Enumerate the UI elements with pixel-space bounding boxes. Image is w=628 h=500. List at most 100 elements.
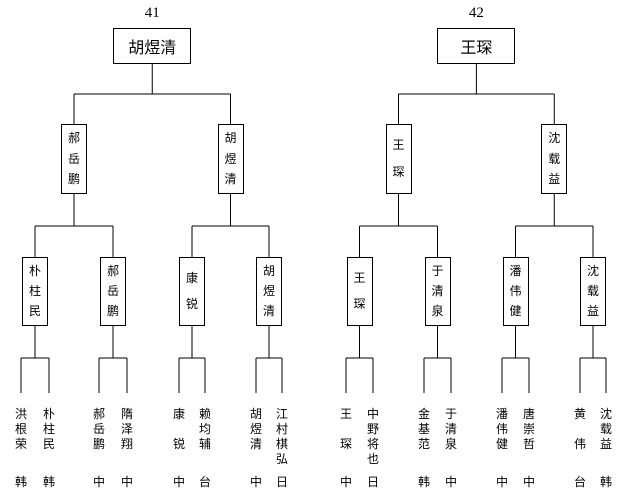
name-char: 琛 <box>392 165 405 179</box>
name-char: 根 <box>14 422 27 436</box>
name-char: 沈 <box>599 407 612 421</box>
player-name: 赖均辅 <box>197 407 213 452</box>
bracket-number: 41 <box>144 5 160 21</box>
player-name: 朴柱民 <box>41 407 57 452</box>
name-char: 沈 <box>548 131 561 146</box>
player-name: 胡煜清 <box>248 407 264 452</box>
name-char: 清 <box>224 171 237 186</box>
name-char: 也 <box>366 452 379 466</box>
name-char: 清 <box>444 422 457 436</box>
quarterfinal-box: 康锐 <box>179 257 205 326</box>
name-char: 野 <box>366 422 379 436</box>
player-name: 中野将也 <box>365 407 381 467</box>
name-char: 荣 <box>14 437 27 451</box>
country-label: 中 <box>339 475 352 489</box>
name-char: 郝 <box>92 407 105 421</box>
player-name: 康锐 <box>171 407 187 452</box>
name-char: 王 <box>339 407 352 421</box>
name-char: 柱 <box>42 422 55 436</box>
player-name: 郝岳鹏 <box>91 407 107 452</box>
name-char: 煜 <box>224 151 237 166</box>
champion-box: 胡煜清 <box>113 28 192 64</box>
name-char: 益 <box>586 304 599 318</box>
name-char: 康 <box>185 270 198 285</box>
name-char: 煜 <box>249 422 262 436</box>
name-char: 郝 <box>106 264 119 278</box>
name-char: 岳 <box>92 422 105 436</box>
name-char: 鹏 <box>92 437 105 451</box>
name-char: 健 <box>495 437 508 451</box>
name-char: 泽 <box>120 422 133 436</box>
name-char: 于 <box>444 407 457 421</box>
name-char: 清 <box>262 304 275 318</box>
country-label: 韩 <box>417 475 430 489</box>
name-char: 村 <box>275 422 288 436</box>
quarterfinal-box: 郝岳鹏 <box>100 257 126 326</box>
name-char: 辅 <box>198 437 211 451</box>
player-name: 王琛 <box>338 407 354 452</box>
country-label: 台 <box>198 475 211 489</box>
name-char: 岳 <box>106 284 119 298</box>
semifinal-box: 沈载益 <box>541 124 568 194</box>
name-char: 载 <box>548 151 561 166</box>
country-label: 韩 <box>42 475 55 489</box>
bracket-number: 42 <box>468 5 484 21</box>
name-char: 煜 <box>262 284 275 298</box>
name-char: 朴 <box>28 264 41 278</box>
name-char: 赖 <box>198 407 211 421</box>
name-char: 胡 <box>224 131 237 146</box>
name-char: 于 <box>431 264 444 278</box>
name-char: 琛 <box>353 297 366 312</box>
name-char: 金 <box>417 407 430 421</box>
country-label: 韩 <box>14 475 27 489</box>
semifinal-box: 王琛 <box>385 124 412 194</box>
name-char: 哲 <box>522 437 535 451</box>
champion-box: 王琛 <box>437 28 516 64</box>
name-char: 潘 <box>495 407 508 421</box>
player-name: 黄伟 <box>572 407 588 452</box>
name-char: 健 <box>509 304 522 318</box>
country-label: 中 <box>249 475 262 489</box>
quarterfinal-box: 胡煜清 <box>256 257 282 326</box>
name-char: 郝 <box>67 131 80 146</box>
country-label: 台 <box>573 475 586 489</box>
name-char: 伟 <box>495 422 508 436</box>
name-char: 黄 <box>573 407 586 421</box>
name-char: 江 <box>275 407 288 421</box>
name-char: 基 <box>417 422 430 436</box>
country-label: 日 <box>366 475 379 489</box>
name-char <box>338 422 354 437</box>
name-char: 泉 <box>431 304 444 318</box>
name-char: 翔 <box>120 437 133 451</box>
country-label: 韩 <box>599 475 612 489</box>
name-char: 鹏 <box>67 171 80 186</box>
name-char: 康 <box>172 407 185 421</box>
country-label: 中 <box>522 475 535 489</box>
name-char: 载 <box>599 422 612 436</box>
player-name: 江村棋弘 <box>274 407 290 467</box>
name-char: 弘 <box>275 452 288 466</box>
country-label: 日 <box>275 475 288 489</box>
name-char <box>171 422 187 437</box>
country-label: 中 <box>444 475 457 489</box>
name-char: 王 <box>353 270 366 285</box>
name-char: 胡 <box>249 407 262 421</box>
name-char: 鹏 <box>106 304 119 318</box>
name-char: 中 <box>366 407 379 421</box>
country-label: 中 <box>172 475 185 489</box>
player-name: 潘伟健 <box>494 407 510 452</box>
name-char: 洪 <box>14 407 27 421</box>
name-char <box>572 422 588 437</box>
player-name: 洪根荣 <box>13 407 29 452</box>
quarterfinal-box: 王琛 <box>346 257 373 326</box>
name-char: 民 <box>28 304 41 318</box>
quarterfinal-box: 潘伟健 <box>502 257 529 326</box>
name-char: 清 <box>431 284 444 298</box>
semifinal-box: 郝岳鹏 <box>61 124 87 194</box>
name-char: 岳 <box>67 151 80 166</box>
name-char: 泉 <box>444 437 457 451</box>
name-char: 将 <box>366 437 379 451</box>
name-char: 柱 <box>28 284 41 298</box>
name-char: 沈 <box>586 264 599 278</box>
